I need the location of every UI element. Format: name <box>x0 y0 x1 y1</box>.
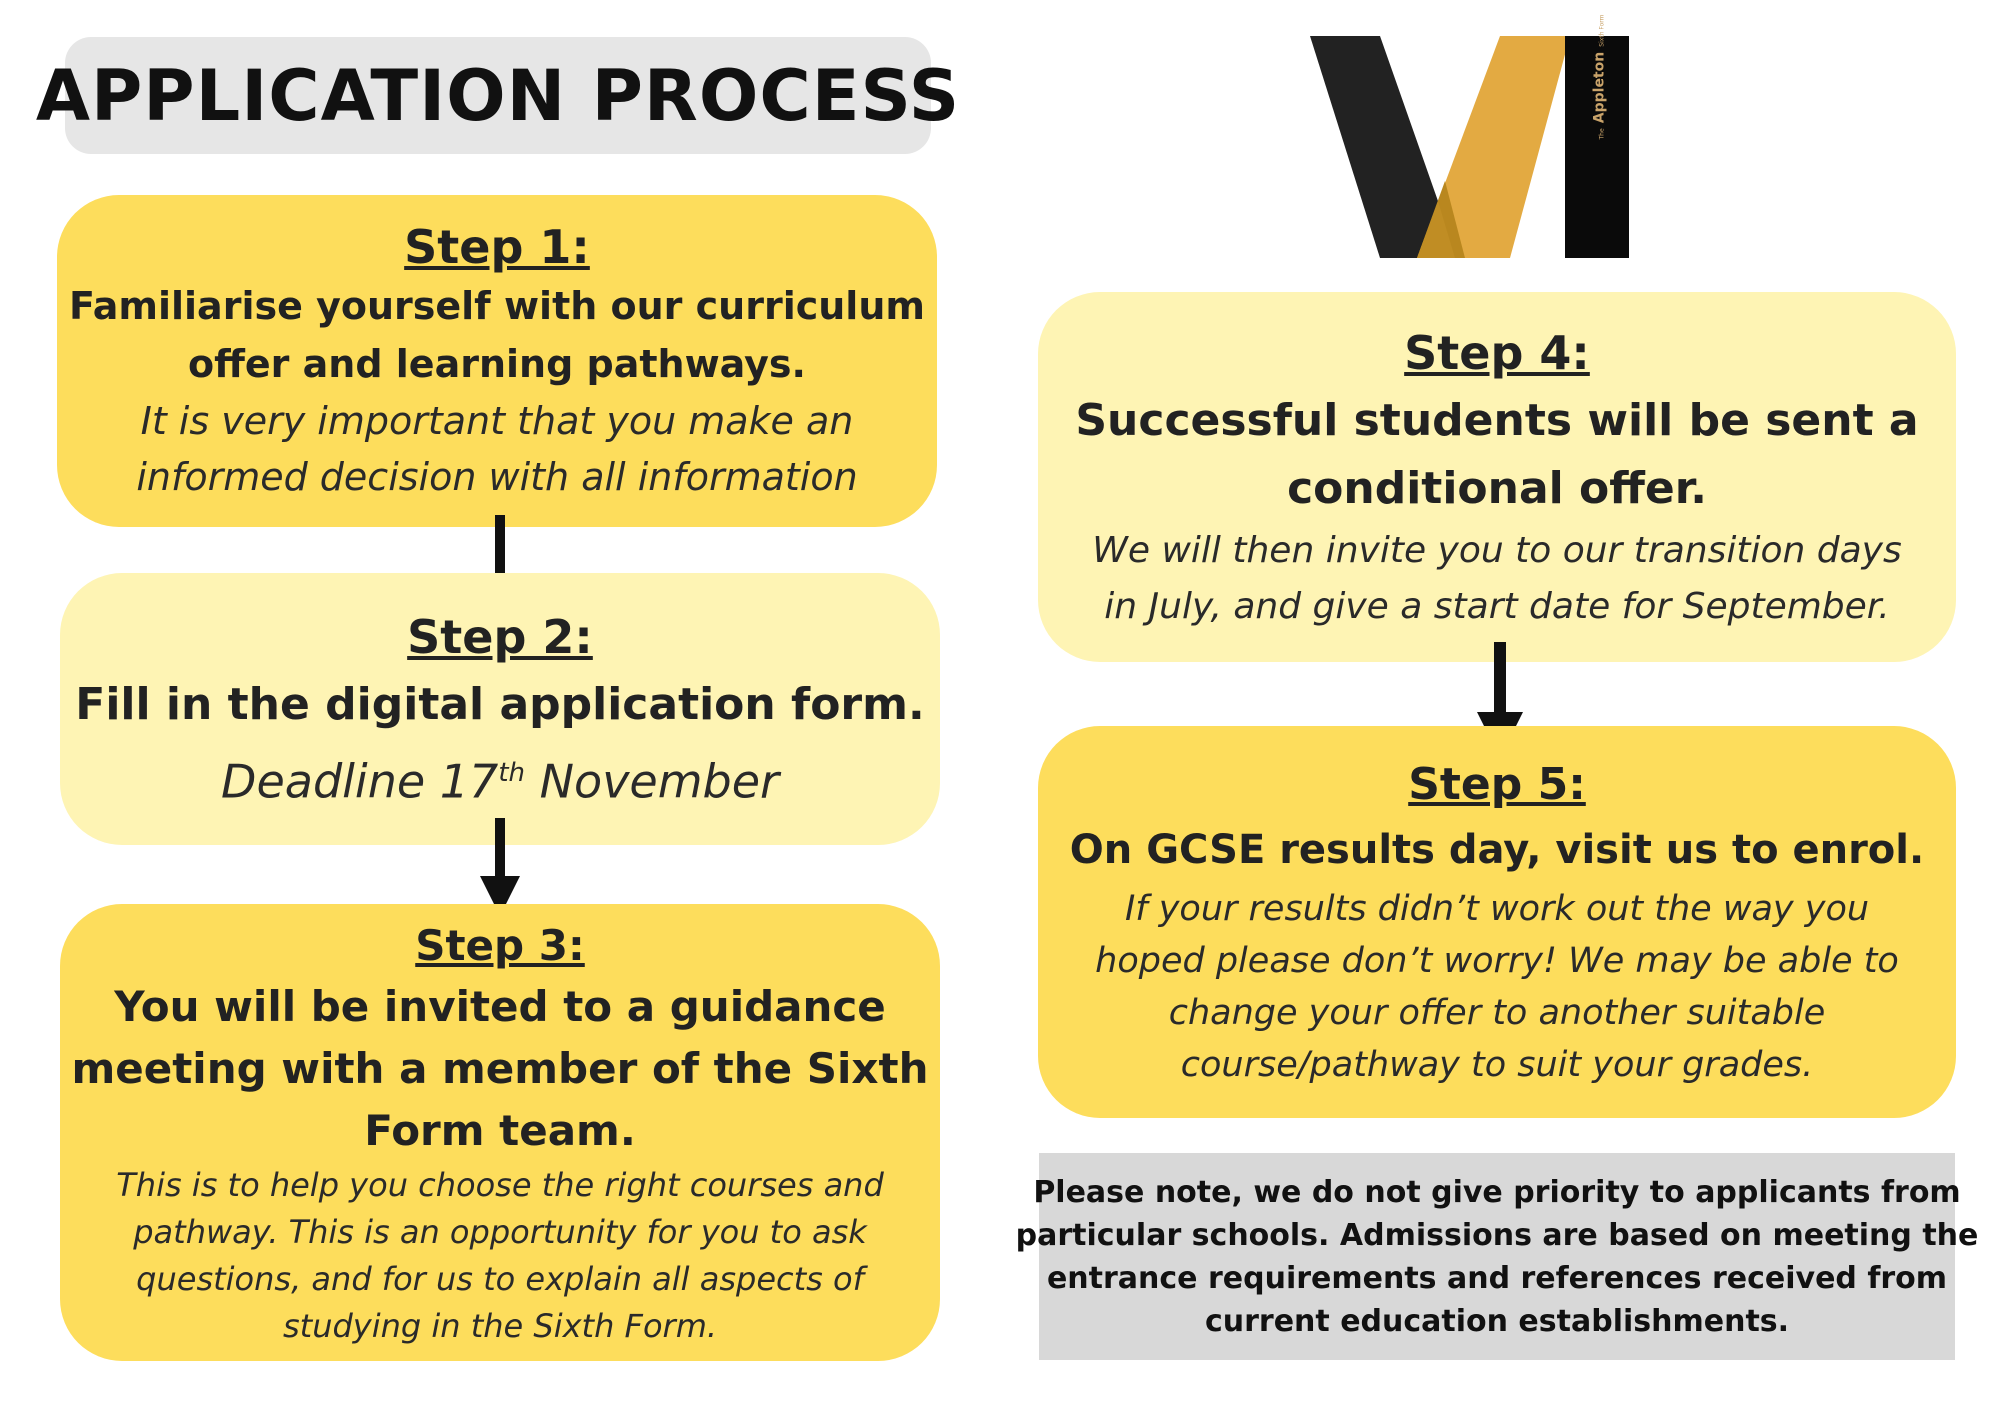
step-4-card: Step 4: Successful students will be sent… <box>1038 292 1956 662</box>
step-5-card: Step 5: On GCSE results day, visit us to… <box>1038 726 1956 1118</box>
notice-line-3: entrance requirements and references rec… <box>1046 1260 1948 1296</box>
step-3-main-line-1: You will be invited to a guidance <box>114 981 886 1031</box>
step-5-note-line-2: hoped please don’t worry! We may be able… <box>1095 941 1899 981</box>
priority-notice: Please note, we do not give priority to … <box>1016 1153 1978 1360</box>
step-3-note-line-3: questions, and for us to explain all asp… <box>136 1259 864 1298</box>
step-1-main-line-1: Familiarise yourself with our curriculum <box>69 284 925 328</box>
step-4-note-line-1: We will then invite you to our transitio… <box>1092 530 1902 571</box>
step-2-main: Fill in the digital application form. <box>75 678 925 730</box>
logo-text-name: Appleton <box>1591 51 1608 124</box>
step-2-card: Step 2: Fill in the digital application … <box>60 573 940 845</box>
step-4-main-line-2: conditional offer. <box>1287 463 1707 514</box>
vi-logo-mark <box>1310 36 1629 258</box>
step-5-main: On GCSE results day, visit us to enrol. <box>1069 827 1925 873</box>
step-3-note-line-4: studying in the Sixth Form. <box>282 1306 718 1345</box>
appleton-logo: The Appleton Sixth Form <box>1310 14 1630 258</box>
step-1-note-line-2: informed decision with all information <box>136 455 858 499</box>
logo-wordmark: The Appleton Sixth Form <box>1574 14 1622 142</box>
step-5-note-line-4: course/pathway to suit your grades. <box>1180 1045 1814 1085</box>
notice-line-4: current education establishments. <box>1204 1303 1790 1339</box>
step-1-title: Step 1: <box>404 220 590 274</box>
arrow-down-icon <box>480 818 520 916</box>
step-1-main-line-2: offer and learning pathways. <box>188 342 806 386</box>
step-5-note-line-3: change your offer to another suitable <box>1168 993 1826 1033</box>
step-2-deadline-pre: Deadline 17 <box>221 754 499 809</box>
step-4-title: Step 4: <box>1404 326 1590 380</box>
notice-line-2: particular schools. Admissions are based… <box>1015 1217 1979 1253</box>
step-5-note-line-1: If your results didn’t work out the way … <box>1124 889 1870 929</box>
logo-text-sub: Sixth Form <box>1598 14 1606 47</box>
step-2-deadline: Deadline 17th November <box>221 740 779 814</box>
logo-text-small: The <box>1598 128 1606 140</box>
step-3-card: Step 3: You will be invited to a guidanc… <box>60 904 940 1361</box>
step-4-note-line-2: in July, and give a start date for Septe… <box>1104 586 1890 627</box>
step-5-title: Step 5: <box>1408 759 1586 810</box>
step-3-note-line-2: pathway. This is an opportunity for you … <box>133 1212 867 1251</box>
notice-line-1: Please note, we do not give priority to … <box>1033 1174 1961 1210</box>
step-1-card: Step 1: Familiarise yourself with our cu… <box>57 195 937 527</box>
step-3-main-line-2: meeting with a member of the Sixth <box>71 1043 929 1093</box>
page-title: APPLICATION PROCESS <box>35 54 961 137</box>
step-3-note-line-1: This is to help you choose the right cou… <box>116 1165 884 1204</box>
step-4-main-line-1: Successful students will be sent a <box>1075 395 1919 446</box>
step-3-title: Step 3: <box>415 920 585 970</box>
step-2-title: Step 2: <box>407 609 593 664</box>
step-3-main-line-3: Form team. <box>364 1105 636 1155</box>
step-1-note-line-1: It is very important that you make an <box>140 399 854 443</box>
page-title-box: APPLICATION PROCESS <box>36 37 959 154</box>
step-2-deadline-sup: th <box>498 757 526 788</box>
step-2-deadline-post: November <box>525 754 779 809</box>
